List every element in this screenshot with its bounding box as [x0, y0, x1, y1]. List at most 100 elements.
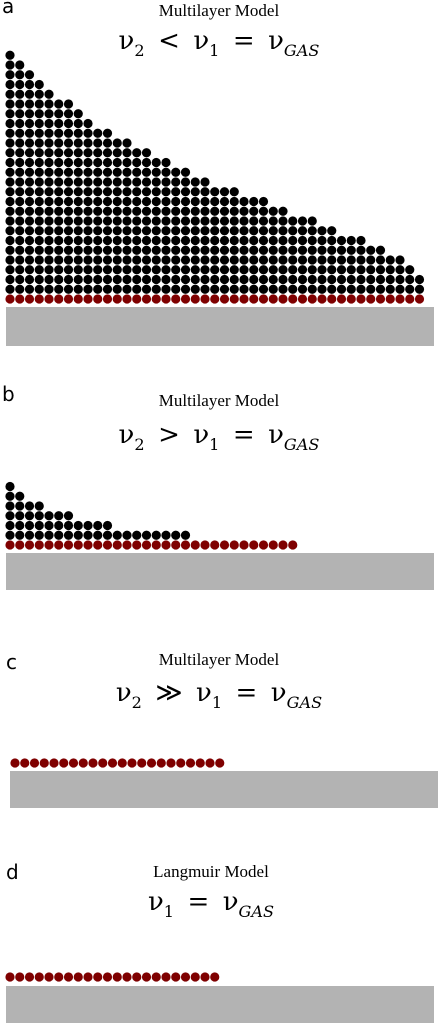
upper-layer-atom [268, 245, 278, 255]
equals-symbol: = [232, 420, 255, 450]
upper-layer-atom [24, 118, 35, 129]
upper-layer-atom [93, 530, 103, 540]
upper-layer-atom [44, 235, 54, 246]
upper-layer-atom [102, 284, 113, 294]
upper-layer-atom [171, 196, 181, 207]
upper-layer-atom [190, 245, 200, 255]
upper-layer-atom [44, 511, 54, 521]
first-layer-atom [44, 972, 54, 982]
upper-layer-atom [210, 235, 220, 246]
upper-layer-atom [356, 265, 366, 275]
first-layer-atom [141, 540, 152, 550]
upper-layer-atom [141, 274, 152, 285]
upper-layer-atom [5, 245, 15, 255]
first-layer-atom [239, 294, 249, 304]
upper-layer-atom [15, 196, 25, 207]
upper-layer-atom [83, 206, 93, 216]
upper-layer-atom [24, 235, 35, 246]
upper-layer-atom [239, 216, 249, 226]
upper-layer-atom [54, 177, 64, 187]
upper-layer-atom [258, 255, 269, 265]
relation-symbol: > [158, 420, 180, 450]
upper-layer-atom [151, 235, 161, 246]
upper-layer-atom [15, 60, 25, 70]
upper-layer-atom [190, 255, 200, 265]
upper-layer-atom [141, 245, 152, 255]
first-layer-atom [249, 294, 259, 304]
first-layer-atom [356, 294, 366, 304]
upper-layer-atom [268, 226, 278, 236]
upper-layer-atom [366, 274, 376, 285]
upper-layer-atom [15, 274, 25, 285]
first-layer-atom [171, 972, 181, 982]
upper-layer-atom [83, 235, 93, 246]
panel-b: b Multilayer Model ν2 > ν1 = νGAS [2, 382, 434, 590]
upper-layer-atom [190, 274, 200, 285]
upper-layer-atom [151, 157, 161, 168]
upper-layer-atom [288, 216, 298, 226]
upper-layer-atom [5, 274, 15, 285]
subscript-gas: GAS [238, 901, 275, 921]
upper-layer-atom [210, 274, 220, 285]
upper-layer-atom [122, 530, 132, 540]
upper-layer-atom [5, 226, 15, 236]
upper-layer-atom [327, 235, 337, 246]
first-layer-atom [122, 540, 132, 550]
subscript-2: 2 [134, 40, 145, 60]
upper-layer-atom [44, 530, 54, 540]
upper-layer-atom [44, 177, 54, 187]
upper-layer-atom [249, 265, 259, 275]
subscript-1: 1 [209, 40, 220, 60]
upper-layer-atom [73, 226, 83, 236]
upper-layer-atom [54, 187, 64, 197]
first-layer-atom [366, 294, 376, 304]
upper-layer-atom [24, 284, 35, 294]
upper-layer-atom [180, 177, 191, 187]
upper-layer-atom [54, 196, 64, 207]
upper-layer-atom [73, 167, 83, 177]
first-layer-atom [112, 540, 122, 550]
upper-layer-atom [73, 274, 83, 285]
upper-layer-atom [93, 206, 103, 216]
first-layer-atom [205, 758, 215, 768]
subscript-gas: GAS [283, 434, 320, 454]
subscript-2: 2 [131, 692, 142, 712]
upper-layer-atom [24, 255, 35, 265]
upper-layer-atom [24, 138, 35, 148]
upper-layer-atom [93, 167, 103, 177]
upper-layer-atom [15, 255, 25, 265]
upper-layer-atom [132, 284, 142, 294]
upper-layer-atom [190, 226, 200, 236]
upper-layer-atom [93, 265, 103, 275]
upper-layer-atom [239, 235, 249, 246]
model-title: Multilayer Model [158, 391, 280, 410]
first-layer-atom [78, 758, 88, 768]
upper-layer-atom [161, 196, 171, 207]
upper-layer-atom [200, 284, 210, 294]
upper-layer-atom [5, 235, 15, 246]
upper-layer-atom [54, 274, 64, 285]
first-layer-atom [278, 294, 288, 304]
upper-layer-atom [375, 245, 386, 255]
upper-layer-atom [375, 274, 386, 285]
upper-layer-atom [317, 245, 327, 255]
upper-layer-atom [151, 187, 161, 197]
first-layer-atom [15, 294, 25, 304]
upper-layer-atom [180, 187, 191, 197]
upper-layer-atom [141, 255, 152, 265]
upper-layer-atom [102, 265, 113, 275]
upper-layer-atom [34, 196, 44, 207]
upper-layer-atom [180, 274, 191, 285]
upper-layer-atom [5, 167, 15, 177]
upper-layer-atom [83, 274, 93, 285]
upper-layer-atom [200, 187, 210, 197]
upper-layer-atom [34, 148, 44, 158]
upper-layer-atom [15, 530, 25, 540]
upper-layer-atom [249, 196, 259, 207]
upper-layer-atom [151, 226, 161, 236]
upper-layer-atom [278, 226, 288, 236]
upper-layer-atom [15, 128, 25, 138]
upper-layer-atom [249, 235, 259, 246]
first-layer-atom [336, 294, 347, 304]
upper-layer-atom [190, 235, 200, 246]
